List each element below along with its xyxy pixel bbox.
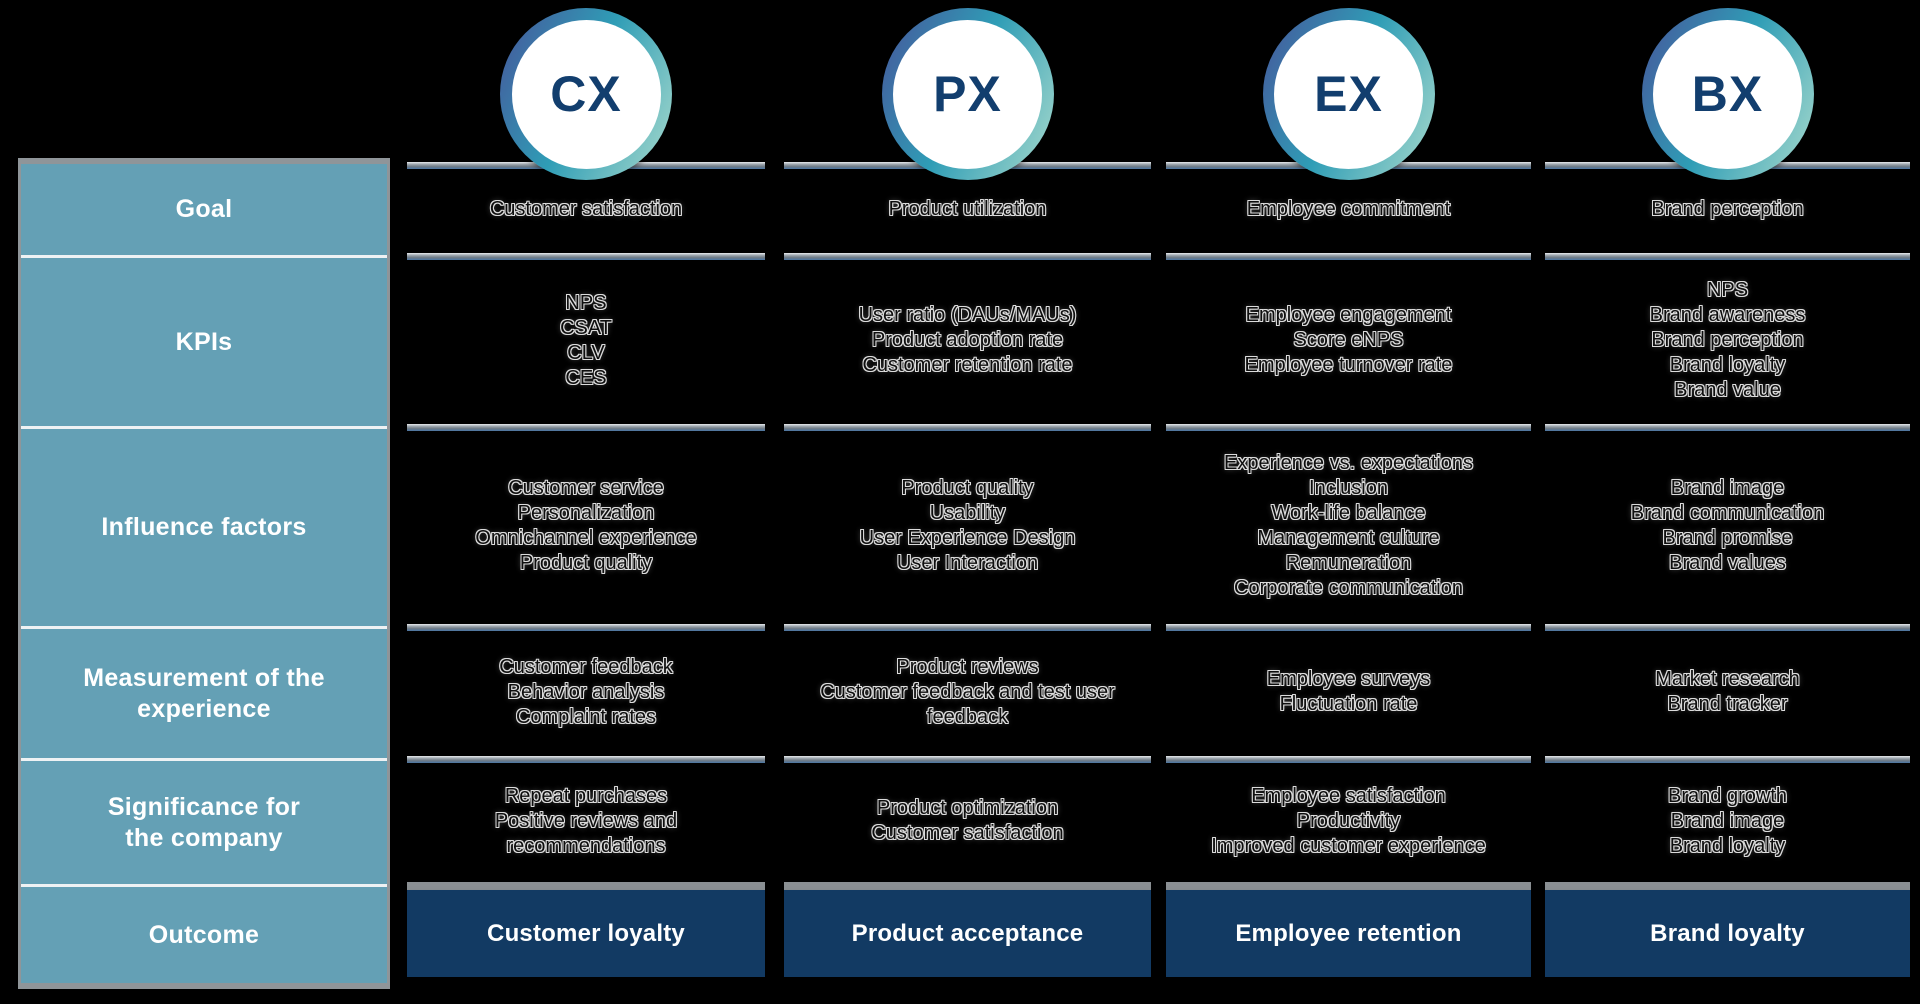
px-influence-cell: Product quality Usability User Experienc…: [784, 424, 1151, 624]
cx-kpis-cell: NPS CSAT CLV CES: [407, 253, 765, 424]
ex-cells: Employee commitment Employee engagement …: [1166, 162, 1531, 981]
column-ex: EX Employee commitment Employee engageme…: [1166, 0, 1531, 1004]
column-bx: BX Brand perception NPS Brand awareness …: [1545, 0, 1910, 1004]
ex-badge-icon: EX: [1262, 8, 1435, 180]
bx-significance-cell: Brand growth Brand image Brand loyalty: [1545, 756, 1910, 882]
px-outcome-cell: Product acceptance: [784, 882, 1151, 981]
cx-cells: Customer satisfaction NPS CSAT CLV CES C…: [407, 162, 765, 981]
px-outcome-box: Product acceptance: [784, 890, 1151, 977]
row-label-measurement: Measurement of the experience: [21, 626, 387, 758]
ex-kpis-cell: Employee engagement Score eNPS Employee …: [1166, 253, 1531, 424]
row-label-kpis: KPIs: [21, 255, 387, 426]
bx-influence-cell: Brand image Brand communication Brand pr…: [1545, 424, 1910, 624]
bx-badge-label: BX: [1691, 66, 1764, 122]
bx-outcome-box: Brand loyalty: [1545, 890, 1910, 977]
cx-measurement-cell: Customer feedback Behavior analysis Comp…: [407, 624, 765, 756]
cx-influence-cell: Customer service Personalization Omnicha…: [407, 424, 765, 624]
ex-significance-cell: Employee satisfaction Productivity Impro…: [1166, 756, 1531, 882]
bx-badge-icon: BX: [1641, 8, 1814, 180]
bx-outcome-cell: Brand loyalty: [1545, 882, 1910, 981]
ex-outcome-cell: Employee retention: [1166, 882, 1531, 981]
px-cells: Product utilization User ratio (DAUs/MAU…: [784, 162, 1151, 981]
ex-influence-cell: Experience vs. expectations Inclusion Wo…: [1166, 424, 1531, 624]
px-badge-label: PX: [933, 66, 1002, 122]
cx-badge-label: CX: [550, 66, 622, 122]
row-label-goal: Goal: [175, 195, 233, 223]
bx-measurement-cell: Market research Brand tracker: [1545, 624, 1910, 756]
bx-cells: Brand perception NPS Brand awareness Bra…: [1545, 162, 1910, 981]
ex-outcome-label: Employee retention: [1235, 920, 1462, 947]
px-measurement-cell: Product reviews Customer feedback and te…: [784, 624, 1151, 756]
cx-badge-inner: CX: [511, 19, 661, 169]
row-label-column: Goal KPIs Influence factors Measurement …: [18, 158, 390, 989]
px-badge-inner: PX: [893, 19, 1042, 169]
column-cx: CX Customer satisfaction NPS CSAT CLV CE…: [407, 0, 765, 1004]
cx-badge-icon: CX: [500, 8, 672, 180]
bx-badge-inner: BX: [1653, 19, 1802, 169]
bx-outcome-label: Brand loyalty: [1650, 920, 1805, 947]
row-label-significance: Significance for the company: [21, 758, 387, 884]
bx-kpis-cell: NPS Brand awareness Brand perception Bra…: [1545, 253, 1910, 424]
row-label-influence: Influence factors: [21, 426, 387, 626]
cx-outcome-box: Customer loyalty: [407, 890, 765, 977]
px-kpis-cell: User ratio (DAUs/MAUs) Product adoption …: [784, 253, 1151, 424]
px-significance-cell: Product optimization Customer satisfacti…: [784, 756, 1151, 882]
px-outcome-label: Product acceptance: [851, 920, 1084, 947]
px-badge-icon: PX: [881, 8, 1054, 180]
ex-badge-label: EX: [1314, 66, 1383, 122]
ex-badge-inner: EX: [1274, 19, 1423, 169]
column-px: PX Product utilization User ratio (DAUs/…: [784, 0, 1151, 1004]
cx-outcome-cell: Customer loyalty: [407, 882, 765, 981]
cx-significance-cell: Repeat purchases Positive reviews and re…: [407, 756, 765, 882]
cx-outcome-label: Customer loyalty: [487, 920, 685, 947]
ex-outcome-box: Employee retention: [1166, 890, 1531, 977]
ex-measurement-cell: Employee surveys Fluctuation rate: [1166, 624, 1531, 756]
row-label-outcome: Outcome: [21, 884, 387, 983]
